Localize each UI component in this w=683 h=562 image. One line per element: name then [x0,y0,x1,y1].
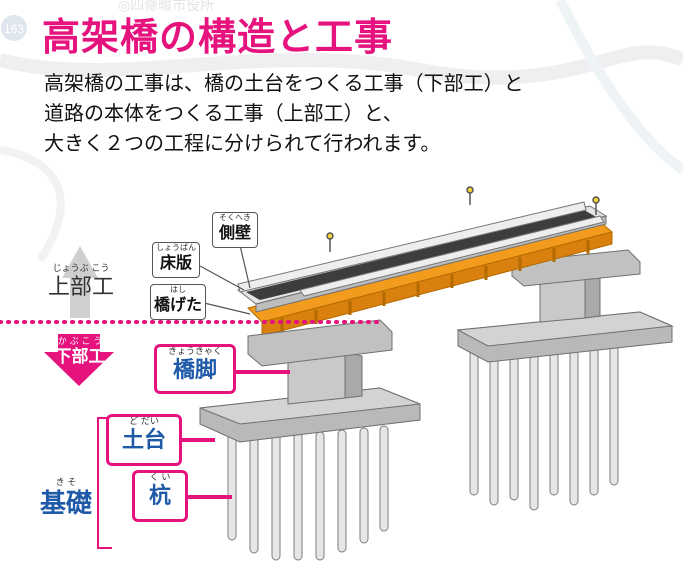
shoban-ruby: しょうばん [156,243,196,252]
kui-box: く い 杭 [132,470,188,522]
shoban-label: 床版 [159,253,192,272]
route-badge-icon [1,15,27,41]
shoban-callout: しょうばん 床版 [152,242,200,278]
jobuko-ruby: じょうぶ こう [52,264,110,274]
left-pier-group [199,319,421,561]
sokuheki-callout: そくへき 側壁 [212,212,258,248]
dodai-label: 土台 [121,428,166,453]
kiso-label: 基礎 [39,489,92,519]
page-title: 高架橋の構造と工事 [42,15,394,59]
lower-arrow-icon [44,334,114,386]
jobuko-label-group: じょうぶ こう 上部工 [44,264,118,301]
intro-line-2: 道路の本体をつくる工事（上部工）と、 [44,101,403,125]
hashigeta-callout: はし 橋げた [150,284,206,320]
kabuko-label: 下部工 [54,347,106,367]
kyokyaku-ruby: きょうきゃく [167,347,222,357]
sokuheki-ruby: そくへき [219,213,251,222]
route-badge-number: 163 [4,22,24,36]
kui-label: 杭 [148,484,171,509]
sokuheki-label: 側壁 [218,223,251,242]
right-pier-group [456,249,674,511]
kyokyaku-box: きょうきゃく 橋脚 [154,344,236,394]
deck-and-girders [236,186,614,337]
kui-ruby: く い [149,473,171,483]
dodai-box: ど だい 土台 [106,414,182,466]
intro-line-1: 高架橋の工事は、橋の土台をつくる工事（下部工）と [44,71,524,95]
dodai-ruby: ど だい [129,417,159,427]
intro-line-3: 大きく２つの工程に分けられて行われます。 [44,131,441,155]
upper-arrow-icon [62,246,98,318]
kabuko-label-group: か ぶ こ う 下部工 [48,337,112,367]
kiso-ruby: き そ [55,478,77,488]
jobuko-label: 上部工 [47,275,114,300]
hashigeta-label: 橋げた [153,295,202,314]
hashigeta-ruby: はし [170,285,186,294]
kabuko-ruby: か ぶ こ う [57,337,103,347]
intro-paragraph: 高架橋の工事は、橋の土台をつくる工事（下部工）と 道路の本体をつくる工事（上部工… [44,68,524,158]
map-place-label: ◎四條畷市役所 [118,0,214,14]
kiso-label-group: き そ 基礎 [26,478,106,519]
kyokyaku-label: 橋脚 [172,358,217,383]
foundation-bracket [97,417,112,549]
